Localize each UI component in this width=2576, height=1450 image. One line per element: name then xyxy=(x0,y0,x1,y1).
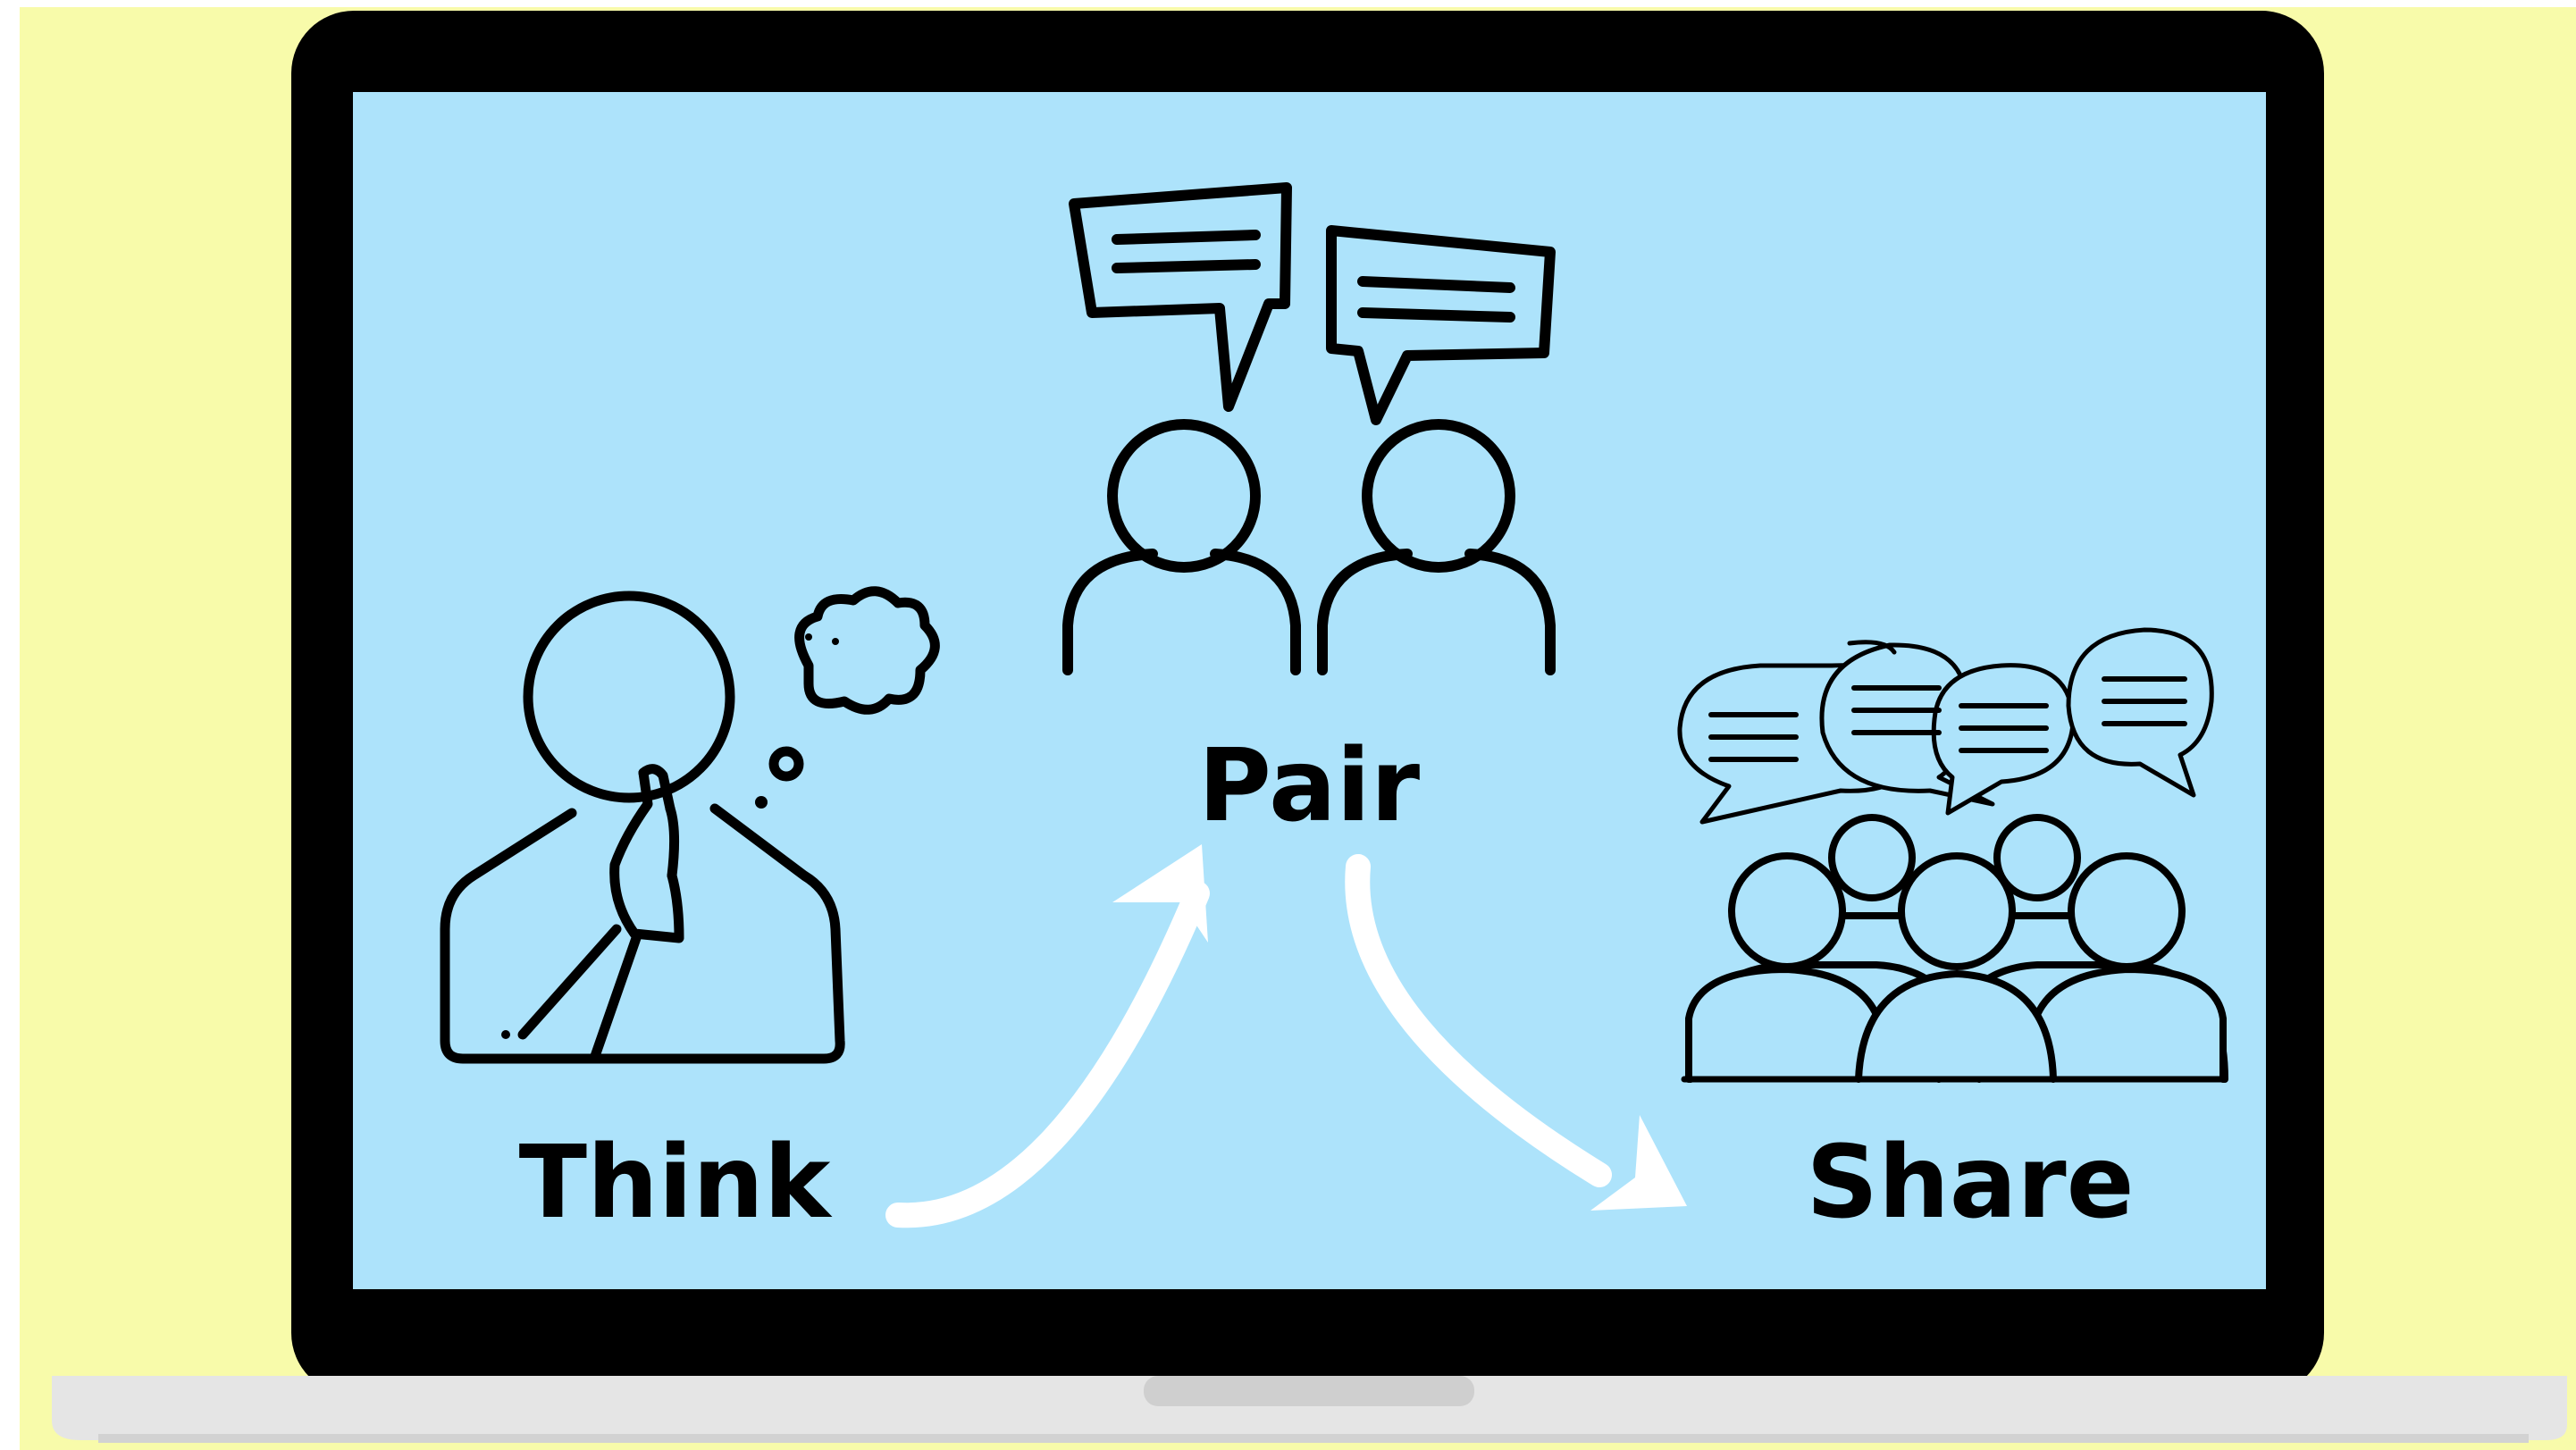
think-to-pair-arrow xyxy=(885,844,1210,1228)
laptop-base xyxy=(52,1376,2567,1440)
step-label-pair: Pair xyxy=(1198,728,1420,844)
laptop-hinge-notch xyxy=(1144,1376,1474,1406)
step-label-think: Think xyxy=(519,1125,833,1241)
step-label-share: Share xyxy=(1806,1125,2134,1241)
two-people-talking-icon xyxy=(1062,182,1556,675)
pair-to-share-arrow xyxy=(1345,854,1687,1211)
group-speech-lines-icon xyxy=(1708,676,2187,762)
laptop-base-shadow xyxy=(98,1434,2529,1443)
group-people-icon xyxy=(1681,814,2228,1083)
group-speech-bubbles-icon xyxy=(1677,627,2214,825)
group-discussion-icon xyxy=(1677,627,2228,1083)
thinking-person-icon xyxy=(440,586,940,1064)
